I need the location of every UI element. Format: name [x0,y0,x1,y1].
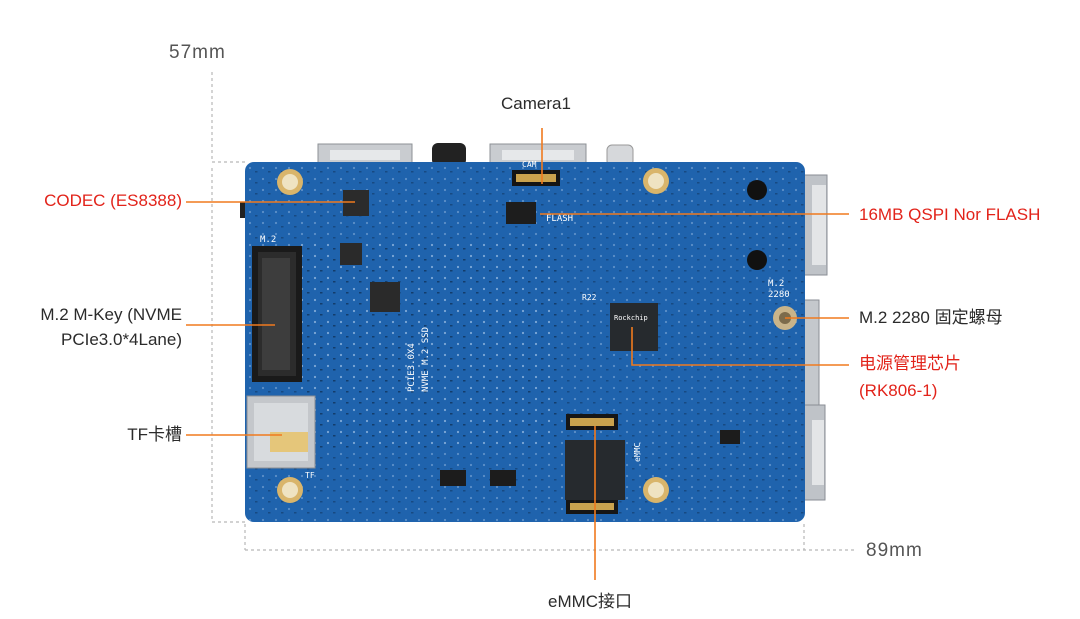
silk-m2: M.2 [260,235,276,245]
pmic-chip [610,303,658,351]
mounting-holes [277,168,669,503]
standoffs [747,180,767,270]
dimension-lines [211,72,855,551]
silk-m2-right: M.2 [768,279,784,289]
m2-nut-label: M.2 2280 固定螺母 [859,308,1003,327]
tf-slot-label: TF卡槽 [127,425,182,444]
silk-cam: CAM [522,160,537,169]
silk-nvme: NVME M.2 SSD [421,327,431,392]
callout-lines [186,128,849,580]
m2-mkey-label-line1: M.2 M-Key (NVME [40,305,182,324]
silk-2280: 2280 [768,290,790,300]
camera-label: Camera1 [501,94,571,113]
flash-chip [506,202,536,224]
silk-emmc: eMMC [633,443,642,462]
emmc-label: eMMC接口 [548,592,633,611]
pmic-label-line2: (RK806-1) [859,381,938,400]
codec-label: CODEC (ES8388) [44,191,182,210]
m2-slot [252,246,302,382]
length-dimension-label: 89mm [866,540,923,561]
silk-rockchip: Rockchip [614,314,648,322]
codec-chip [343,190,369,216]
silk-flash: FLASH [546,214,573,224]
silk-pcie: PCIE3.0X4 [407,343,417,392]
flash-label: 16MB QSPI Nor FLASH [859,205,1041,224]
m2-mkey-label-line2: PCIe3.0*4Lane) [61,330,182,349]
silkscreen: CAM FLASH M.2 M.2 2280 PCIE3.0X4 NVME M.… [260,160,790,480]
tf-slot [246,395,316,469]
width-dimension-label: 57mm [169,42,226,63]
silk-r22: R22 [582,293,597,302]
silk-tf: TF [305,471,315,480]
pmic-label-line1: 电源管理芯片 [859,354,961,373]
